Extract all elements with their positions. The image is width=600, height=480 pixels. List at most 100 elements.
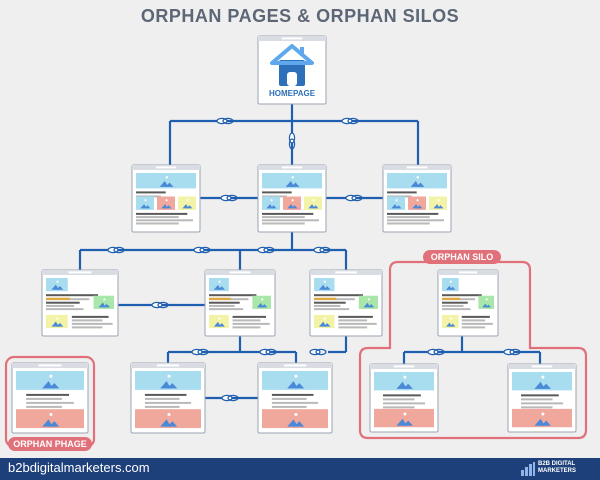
text-line	[271, 397, 307, 400]
mountain-shape	[56, 285, 64, 290]
sun-dot	[323, 280, 326, 283]
image-tile	[262, 409, 328, 429]
orphan-silo-outline	[358, 260, 588, 440]
image-tile	[136, 173, 196, 189]
text-line	[232, 322, 270, 325]
text-line	[136, 191, 166, 194]
mountain-shape	[534, 418, 545, 426]
mountain-shape	[144, 205, 151, 209]
text-line	[209, 304, 235, 307]
sun-dot	[144, 199, 147, 202]
accent-line	[442, 297, 461, 300]
sun-dot	[186, 199, 189, 202]
text-line	[383, 406, 415, 409]
text-line	[387, 195, 412, 198]
mountain-shape	[318, 284, 327, 290]
chain-ring	[199, 246, 211, 254]
text-line	[314, 304, 341, 307]
sun-dot	[165, 176, 169, 179]
text-line	[442, 308, 471, 311]
chain-ring	[113, 246, 125, 254]
image-tile	[262, 196, 280, 210]
image-tile	[252, 295, 271, 309]
mountain-shape	[51, 321, 59, 327]
mountain-shape	[167, 383, 178, 389]
text-line	[144, 405, 180, 408]
mountain-shape	[98, 302, 106, 308]
mountain-shape	[161, 204, 168, 209]
text-line	[387, 222, 430, 225]
image-tile	[16, 409, 84, 429]
sun-dot	[56, 317, 59, 320]
mountain-shape	[403, 420, 413, 426]
mountain-shape	[291, 182, 300, 187]
image-tile	[374, 372, 434, 391]
chain-ring	[315, 348, 327, 356]
sun-dot	[165, 199, 168, 202]
mountain-shape	[261, 304, 268, 308]
image-tile	[478, 295, 494, 309]
image-tile	[135, 409, 201, 429]
mountain-shape	[213, 284, 221, 290]
chain-link-icon	[309, 348, 327, 356]
image-tile	[262, 173, 322, 189]
sun-dot	[395, 199, 398, 202]
address-bar	[68, 271, 92, 274]
mountain-shape	[182, 204, 189, 209]
sun-dot	[291, 176, 295, 179]
mountain-shape	[410, 180, 420, 187]
text-line	[387, 216, 430, 219]
mountain-shape	[270, 205, 277, 209]
brand-text: B2B DIGITAL MARKETERS	[538, 461, 576, 475]
house-door-icon	[287, 72, 297, 86]
mountain-shape	[213, 321, 221, 327]
text-line	[338, 326, 368, 329]
orphan-silo-label: ORPHAN SILO	[431, 252, 494, 262]
chain-link-icon	[193, 246, 211, 254]
chain-ring	[227, 394, 239, 402]
page-nodes: HOMEPAGE	[11, 35, 577, 434]
image-tile	[512, 408, 572, 428]
chain-ring	[263, 246, 275, 254]
address-bar	[38, 364, 62, 367]
page-node	[41, 269, 119, 337]
text-line	[71, 326, 103, 329]
mountain-shape	[291, 205, 298, 209]
sun-dot	[56, 280, 59, 283]
mountain-shape	[218, 286, 225, 290]
footer-url[interactable]: b2bdigitalmarketers.com	[8, 460, 150, 475]
mountain-shape	[395, 205, 402, 209]
address-bar	[156, 364, 180, 367]
image-tile	[304, 196, 322, 210]
mountain-shape	[294, 383, 305, 389]
page-node	[131, 164, 201, 233]
chain-ring	[288, 138, 296, 150]
chain-link-icon	[107, 246, 125, 254]
chain-link-icon	[341, 117, 359, 125]
mountain-shape	[482, 303, 488, 308]
mountain-shape	[323, 322, 331, 327]
text-line	[46, 308, 84, 311]
chain-ring	[226, 194, 238, 202]
text-line	[136, 216, 179, 219]
image-tile	[46, 278, 68, 292]
homepage-node: HOMEPAGE	[257, 35, 327, 105]
text-line	[387, 212, 439, 215]
image-tile	[283, 196, 301, 210]
text-line	[262, 219, 319, 222]
text-line	[144, 393, 187, 396]
chain-link-icon	[220, 194, 238, 202]
sun-dot	[437, 199, 440, 202]
sun-dot	[416, 199, 419, 202]
text-line	[136, 222, 179, 225]
text-line	[26, 397, 62, 400]
brand-line-1: B2B DIGITAL	[538, 461, 576, 467]
sun-dot	[103, 298, 106, 301]
sun-dot	[449, 280, 452, 283]
mountain-shape	[449, 286, 456, 290]
mountain-shape	[49, 383, 60, 389]
mountain-shape	[159, 180, 169, 187]
mountain-shape	[160, 419, 171, 427]
mountain-shape	[256, 302, 264, 308]
chain-ring	[197, 348, 209, 356]
